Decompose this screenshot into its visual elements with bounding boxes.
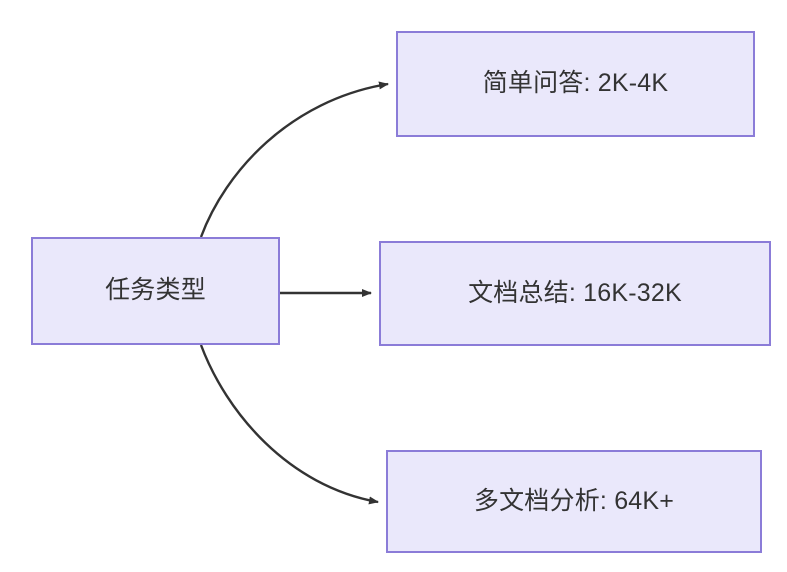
node-simple-qa-label: 简单问答: 2K-4K: [482, 69, 669, 98]
node-task-type[interactable]: 任务类型: [31, 237, 280, 345]
node-simple-qa[interactable]: 简单问答: 2K-4K: [396, 31, 755, 137]
node-multi-doc-label: 多文档分析: 64K+: [473, 486, 675, 515]
node-task-type-label: 任务类型: [105, 276, 206, 305]
edge-root-to-simple-qa: [199, 81, 389, 238]
edge-root-to-multi-doc: [199, 344, 379, 505]
node-multi-doc[interactable]: 多文档分析: 64K+: [386, 450, 762, 553]
node-doc-summary-label: 文档总结: 16K-32K: [468, 278, 682, 307]
node-doc-summary[interactable]: 文档总结: 16K-32K: [379, 241, 771, 346]
